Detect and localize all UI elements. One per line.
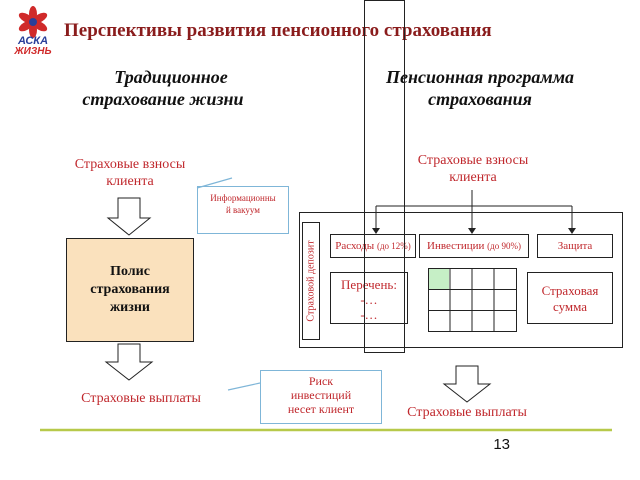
protection-box: Защита	[537, 234, 613, 258]
left-contributions-line2: клиента	[106, 174, 154, 189]
risk-line2: инвестиций	[290, 388, 352, 402]
sum-insured-box: Страховая сумма	[527, 272, 613, 324]
left-payouts-label: Страховые выплаты	[81, 391, 201, 406]
down-arrow-icon	[106, 197, 152, 236]
deposit-box	[302, 222, 320, 340]
divider-frame	[364, 0, 405, 353]
down-arrow-icon	[442, 365, 492, 403]
down-arrow-icon	[104, 343, 154, 381]
right-contributions-label: Страховые взносы клиента	[398, 152, 548, 186]
expenses-note: (до 12%)	[376, 241, 411, 251]
risk-callout: Риск инвестиций несет клиент	[260, 370, 382, 424]
distribution-lines	[375, 190, 573, 230]
investment-grid	[428, 268, 518, 332]
risk-line1: Риск	[308, 374, 334, 388]
left-heading-line1: Традиционное	[114, 67, 228, 87]
right-payouts-label: Страховые выплаты	[407, 405, 527, 420]
sum-insured-line2: сумма	[552, 299, 588, 314]
company-logo: АСКА ЖИЗНЬ	[8, 6, 58, 58]
policy-line2: страхования	[90, 282, 170, 297]
right-contributions-line1: Страховые взносы	[417, 153, 529, 168]
info-vacuum-line1: Информационны	[210, 193, 276, 203]
investments-label: Инвестиции	[427, 240, 485, 252]
arrowheads	[372, 228, 576, 234]
right-heading-line2: страхования	[428, 89, 532, 109]
left-contributions-line1: Страховые взносы	[74, 157, 186, 172]
policy-line1: Полис	[110, 264, 150, 279]
right-heading-line1: Пенсионная программа	[385, 67, 575, 87]
logo-text-line1: АСКА	[17, 35, 49, 47]
right-heading: Пенсионная программа страхования	[362, 66, 598, 110]
policy-line3: жизни	[110, 300, 150, 315]
sum-insured-line1: Страховая	[541, 283, 599, 298]
info-callout-pointer	[196, 177, 233, 189]
investment-grid-cells	[428, 268, 517, 332]
logo-text-line2: ЖИЗНЬ	[14, 46, 52, 57]
page-number: 13	[493, 436, 510, 453]
policy-box: Полис страхования жизни	[66, 238, 194, 342]
right-contributions-line2: клиента	[449, 170, 497, 185]
left-heading-line2: страхование жизни	[82, 89, 244, 109]
info-vacuum-callout: Информационны й вакуум	[197, 186, 289, 234]
investments-box: Инвестиции (до 90%)	[419, 234, 529, 258]
left-heading: Традиционное страхование жизни	[58, 66, 268, 110]
logo-emblem-icon	[18, 6, 48, 38]
left-contributions-label: Страховые взносы клиента	[58, 156, 202, 190]
risk-line3: несет клиент	[287, 402, 355, 416]
info-vacuum-line2: й вакуум	[225, 205, 260, 215]
risk-callout-pointer	[227, 382, 261, 391]
investments-note: (до 90%)	[487, 241, 521, 251]
list-line1: Перечень:	[341, 277, 397, 292]
page-title: Перспективы развития пенсионного страхов…	[64, 20, 492, 41]
